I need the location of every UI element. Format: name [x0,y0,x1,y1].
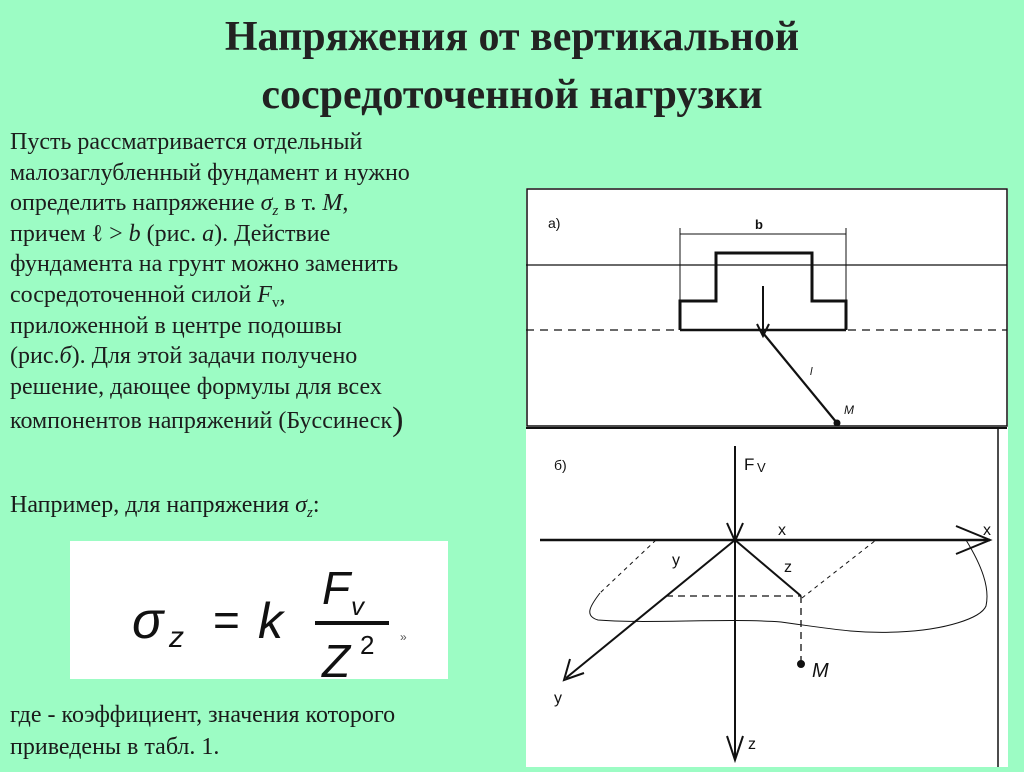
var-b: b [128,220,141,247]
text-run: причем ℓ > [10,220,129,247]
foundation-outline [678,251,848,330]
point-label-m2: M [812,660,829,682]
z-axis-arrowhead [726,735,744,764]
bottom-text: где - коэффициент, значения которого при… [10,699,520,763]
title-line-1: Напряжения от вертикальной [224,14,800,60]
formula-numerator-sub: v [351,591,366,621]
text-run: ). Для этой задачи получено [71,343,358,370]
text-run: Например, для напряжения [10,492,296,518]
figure-diagram: а) b l M [526,188,1008,767]
formula-equals: = [213,594,240,646]
text-run: ). Действие [214,220,331,247]
text-run: : [312,492,320,518]
formula-box: σ z = k F v Z 2 » [70,541,448,687]
panel-a [526,188,1008,427]
force-f: F [257,281,272,308]
sigma-symbol: σ [260,190,273,217]
force-label-f: F [744,455,754,474]
big-paren: ) [392,401,404,439]
force-label-sub: V [757,460,766,475]
sigma-symbol: σ [295,492,307,518]
text-run: определить напряжение [10,190,261,217]
para-line: определить напряжение σz в т. M, [10,188,515,219]
text-run: , [342,190,349,217]
para-line: (рис.б). Для этой задачи получено [10,341,515,372]
x-axis-end-label: x [983,522,991,539]
y-axis-line [565,539,736,679]
title-line-2: сосредоточенной нагрузки [261,72,763,118]
para-line: приложенной в центре подошвы [10,312,342,339]
sigma-subscript: z [306,505,313,521]
text-run: сосредоточенной силой [10,281,258,308]
z-radius-label: z [784,559,792,576]
intro-paragraph: Пусть рассматривается отдельный малозагл… [10,127,515,437]
point-m2-dot [797,660,805,668]
bottom-line: приведены в табл. 1. [10,734,220,760]
formula-sigma: σ [132,592,165,650]
para-line: малозаглубленный фундамент и нужно [10,159,410,186]
text-run: (рис. [10,343,60,370]
sigma-subscript: z [272,203,279,220]
z-radius-line [734,539,802,597]
bottom-line: где - коэффициент, значения которого [10,702,396,728]
distance-line-l [762,332,838,424]
text-run: (рис. [140,220,203,247]
para-line: фундамента на грунт можно заменить [10,251,399,278]
z-axis-end-label: z [748,736,756,753]
formula-graphic: σ z = k F v Z 2 » [132,562,407,687]
formula-mark: » [400,630,407,644]
formula-denominator-z: Z [321,635,352,679]
para-line: причем ℓ > b (рис. а). Действие [10,219,515,250]
text-run: , [279,281,286,308]
example-line: Например, для напряжения σz: [10,492,320,521]
formula-numerator-f: F [322,562,353,614]
point-m: M [322,190,343,217]
soil-region-outline [589,539,988,633]
panel-b-label: б) [554,457,567,473]
text-run: в т. [278,190,323,217]
figure-panel: а) b l M [526,188,1008,767]
y-axis-arrowhead [562,658,585,682]
fraction-bar [315,621,389,625]
panel-b [526,427,1007,767]
para-line: решение, дающее формулы для всех [10,373,382,400]
slide-title: Напряжения от вертикальной сосредоточенн… [0,8,1024,124]
para-line: Пусть рассматривается отдельный [10,129,363,155]
y-axis-label: y [672,552,680,569]
dimension-label-b: b [755,217,763,232]
formula-k: k [258,593,286,649]
panel-a-frame [526,188,1008,427]
para-line: компонентов напряжений (Буссинеск) [10,403,515,437]
distance-label-l: l [810,366,813,378]
projection-guide [665,539,736,597]
text-run: компонентов напряжений (Буссинеск [10,408,393,435]
point-m-dot [833,419,841,427]
panel-a-label: а) [548,215,560,231]
formula-exponent: 2 [360,630,374,660]
force-subscript: v [271,294,280,311]
x-axis-arrowhead [955,525,993,555]
plane-edge-right [801,539,877,599]
x-axis-label: x [778,522,786,539]
point-label-m: M [844,403,854,417]
force-arrow-head [756,323,770,339]
formula-sigma-sub: z [168,621,184,654]
fig-ref-b: б [59,343,72,370]
y-axis-end-label: y [554,690,562,707]
fig-ref-a: а [202,220,215,247]
para-line: сосредоточенной силой Fv, [10,280,515,311]
plane-edge-left [599,539,657,594]
